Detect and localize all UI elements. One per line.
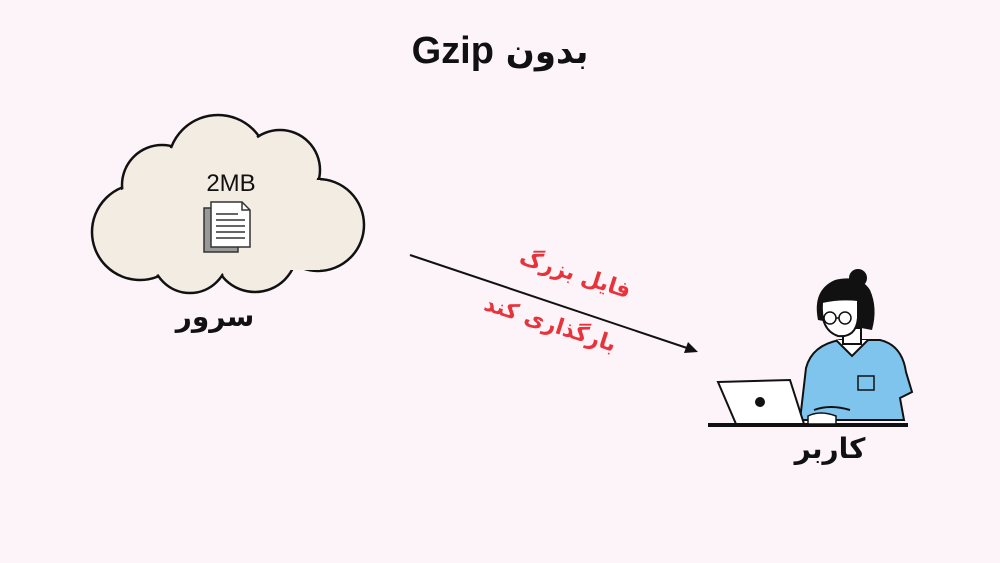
title-latin: Gzip [411,30,494,72]
user-label: کاربر [794,432,866,465]
diagram-title: بدون Gzip [0,30,1000,73]
transfer-arrow [409,254,698,353]
document-icon [203,201,251,253]
file-size-label: 2MB [206,170,256,197]
user-illustration [708,269,914,427]
title-arabic: بدون [505,32,589,72]
server-label: سرور [175,300,255,333]
